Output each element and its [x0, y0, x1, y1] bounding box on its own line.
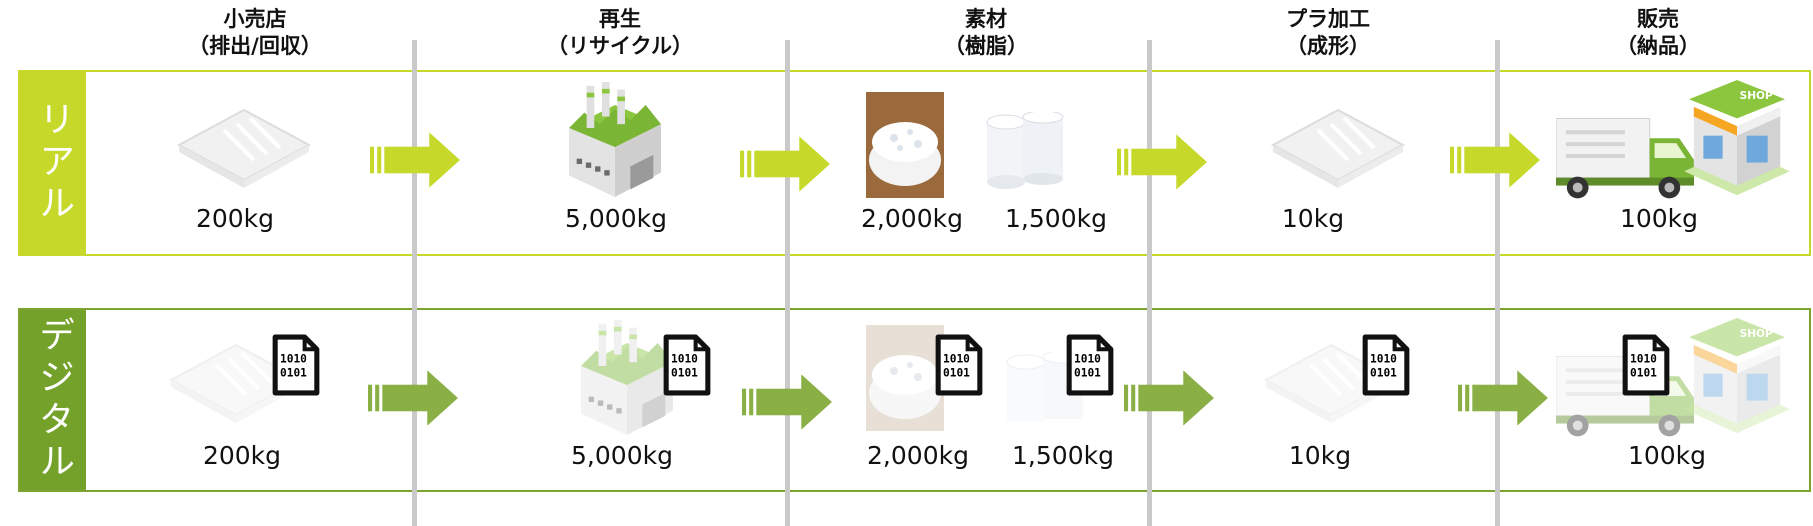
- shop-sign-text: SHOP: [1740, 90, 1773, 102]
- stage-subtitle: （納品）: [1616, 34, 1700, 58]
- data-file-text: 0101: [1074, 367, 1101, 380]
- data-file-text: 1010: [943, 352, 970, 365]
- data-file-text: 0101: [943, 367, 970, 380]
- data-file-text: 0101: [671, 367, 698, 380]
- stage-header-sales: 販売 （納品）: [1528, 6, 1788, 60]
- data-file-icon: 1010 0101: [272, 334, 320, 396]
- data-file-icon: 1010 0101: [935, 334, 983, 396]
- qty-digital-recycle: 5,000kg: [571, 441, 673, 470]
- arrow-right-icon: [370, 132, 460, 188]
- stage-header-retail: 小売店 （排出/回収）: [125, 6, 385, 60]
- tray-icon: [1271, 108, 1405, 190]
- stage-title: プラ加工: [1286, 7, 1370, 31]
- qty-real-film: 1,500kg: [1005, 204, 1107, 233]
- shop-icon: SHOP: [1684, 80, 1790, 196]
- shop-sign-text: SHOP: [1740, 328, 1773, 340]
- qty-real-sales: 100kg: [1619, 204, 1699, 233]
- stage-divider: [412, 40, 417, 526]
- stage-header-material: 素材 （樹脂）: [856, 6, 1116, 60]
- factory-icon: [569, 82, 661, 197]
- qty-real-processing: 10kg: [1281, 204, 1345, 233]
- arrow-right-icon: [1117, 134, 1207, 190]
- qty-real-pellets: 2,000kg: [861, 204, 963, 233]
- stage-subtitle: （樹脂）: [944, 34, 1028, 58]
- arrow-right-icon: [1124, 370, 1214, 426]
- qty-digital-pellets: 2,000kg: [867, 441, 969, 470]
- arrow-right-icon: [740, 136, 830, 192]
- stage-subtitle: （リサイクル）: [547, 34, 693, 58]
- qty-digital-retail: 200kg: [202, 441, 282, 470]
- qty-digital-film: 1,500kg: [1012, 441, 1114, 470]
- data-file-icon: 1010 0101: [1622, 334, 1670, 396]
- stage-title: 再生: [599, 7, 641, 31]
- data-file-text: 1010: [1074, 352, 1101, 365]
- stage-divider: [785, 40, 790, 526]
- data-file-icon: 1010 0101: [663, 334, 711, 396]
- stage-subtitle: （排出/回収）: [188, 34, 322, 58]
- data-file-text: 0101: [1370, 367, 1397, 380]
- data-file-icon: 1010 0101: [1066, 334, 1114, 396]
- data-file-text: 1010: [1370, 352, 1397, 365]
- arrow-right-icon: [1458, 370, 1548, 426]
- stage-divider: [1147, 40, 1152, 526]
- arrow-right-icon: [742, 374, 832, 430]
- stage-header-processing: プラ加工 （成形）: [1198, 6, 1458, 60]
- digital-row-label: デジタル: [20, 310, 86, 490]
- film-roll-icon: [1006, 352, 1084, 422]
- data-file-text: 1010: [671, 352, 698, 365]
- stage-divider: [1495, 40, 1500, 526]
- stage-subtitle: （成形）: [1286, 34, 1370, 58]
- data-file-text: 0101: [1630, 367, 1657, 380]
- film-roll-icon: [986, 112, 1064, 189]
- tray-icon: [177, 108, 311, 190]
- resin-pellets-icon: [866, 92, 944, 198]
- real-row-label: リアル: [20, 72, 86, 254]
- shop-icon: SHOP: [1684, 318, 1790, 434]
- qty-real-recycle: 5,000kg: [565, 204, 667, 233]
- data-file-text: 1010: [1630, 352, 1657, 365]
- data-file-text: 0101: [280, 367, 307, 380]
- stage-title: 小売店: [223, 7, 287, 31]
- stage-title: 素材: [965, 7, 1007, 31]
- arrow-right-icon: [368, 370, 458, 426]
- resin-pellets-icon: [866, 325, 944, 431]
- qty-digital-sales: 100kg: [1627, 441, 1707, 470]
- stage-title: 販売: [1637, 7, 1679, 31]
- truck-icon: [1556, 118, 1695, 199]
- data-file-text: 1010: [280, 352, 307, 365]
- data-file-icon: 1010 0101: [1362, 334, 1410, 396]
- stage-header-recycle: 再生 （リサイクル）: [490, 6, 750, 60]
- qty-real-retail: 200kg: [195, 204, 275, 233]
- qty-digital-processing: 10kg: [1288, 441, 1352, 470]
- arrow-right-icon: [1450, 132, 1540, 188]
